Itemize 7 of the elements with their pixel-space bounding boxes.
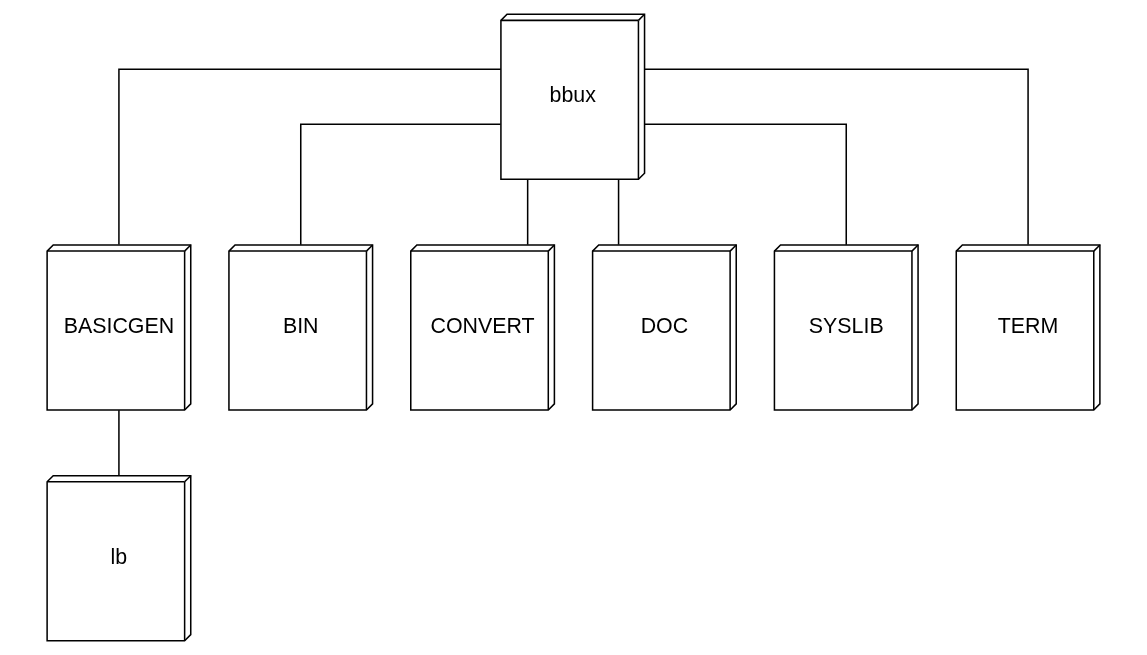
connector: [643, 123, 847, 246]
connector: [118, 409, 120, 477]
connector: [644, 68, 1029, 246]
connector: [118, 68, 502, 246]
connector: [617, 178, 620, 246]
connector: [526, 178, 529, 246]
connector: [300, 123, 502, 246]
